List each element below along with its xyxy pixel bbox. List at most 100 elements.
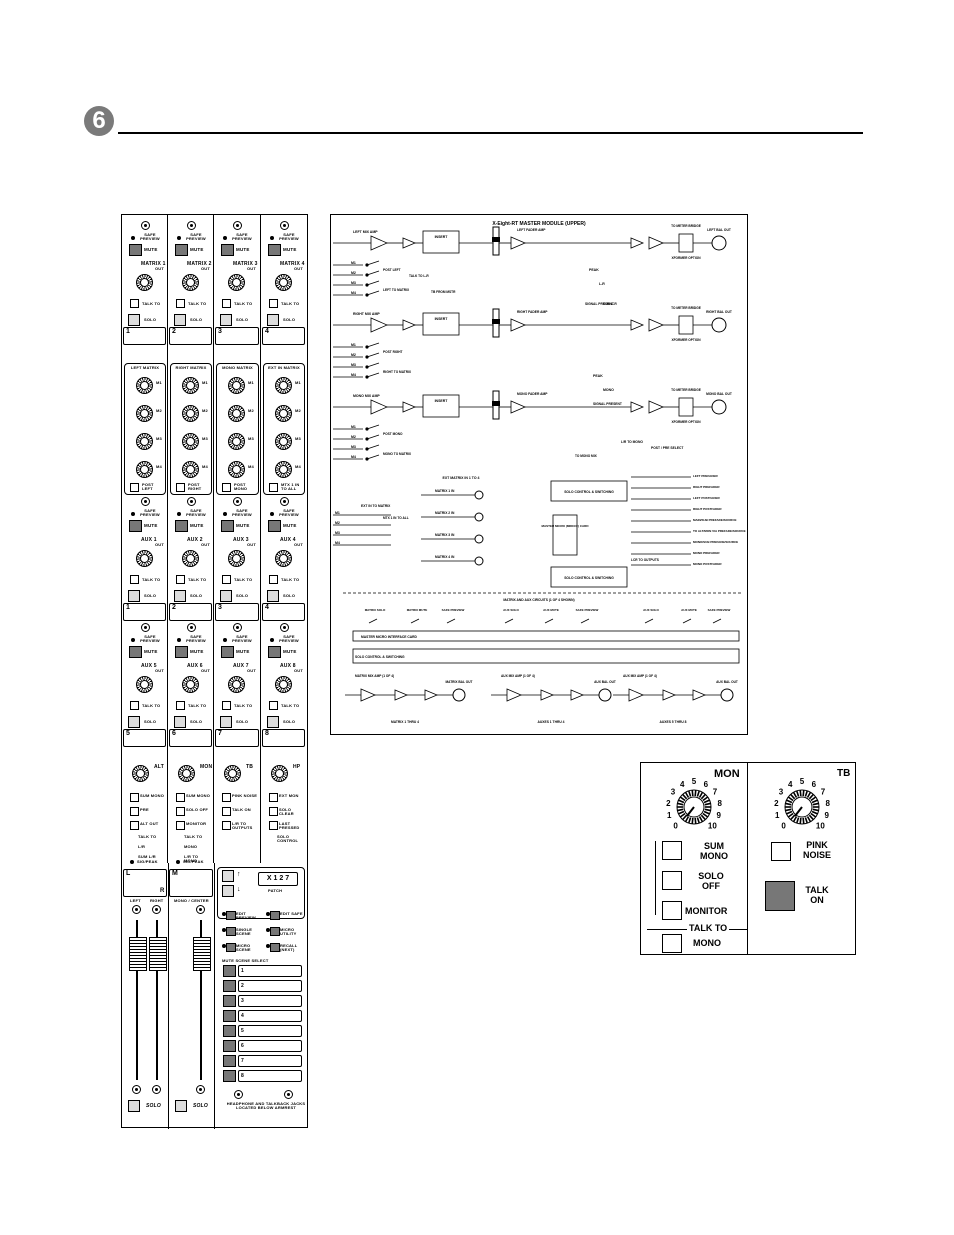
monitor-button[interactable] <box>130 807 139 816</box>
solo-button[interactable] <box>128 314 140 326</box>
mono-solo-button[interactable] <box>175 1100 187 1112</box>
scene-function-button[interactable] <box>270 911 280 920</box>
scene-number[interactable]: 3 <box>238 995 302 1007</box>
talk-to-button[interactable] <box>222 299 231 308</box>
post-button[interactable] <box>176 483 185 492</box>
talk-on-button[interactable] <box>765 881 795 911</box>
scene-button[interactable] <box>223 1070 236 1082</box>
mute-button[interactable] <box>221 520 234 532</box>
matrix-send-knob[interactable] <box>136 377 153 394</box>
matrix-send-knob[interactable] <box>136 461 153 478</box>
mute-button[interactable] <box>129 244 142 256</box>
output-level-knob[interactable] <box>228 676 245 693</box>
talk-to-button[interactable] <box>176 701 185 710</box>
post-button[interactable] <box>269 483 278 492</box>
mute-button[interactable] <box>268 646 281 658</box>
output-level-knob[interactable] <box>275 550 292 567</box>
output-level-knob[interactable] <box>182 676 199 693</box>
matrix-send-knob[interactable] <box>228 461 245 478</box>
mute-button[interactable] <box>175 520 188 532</box>
talk-to-button[interactable] <box>176 575 185 584</box>
patch-up-button[interactable] <box>222 870 234 882</box>
post-button[interactable] <box>222 483 231 492</box>
monitor-button[interactable] <box>662 901 682 920</box>
mute-button[interactable] <box>175 646 188 658</box>
solo-button[interactable] <box>174 590 186 602</box>
monitor-button[interactable] <box>176 793 185 802</box>
solo-button[interactable] <box>267 716 279 728</box>
monitor-button[interactable] <box>222 793 231 802</box>
scene-number[interactable]: 2 <box>238 980 302 992</box>
scene-button[interactable] <box>223 1010 236 1022</box>
output-level-knob[interactable] <box>136 676 153 693</box>
scene-function-button[interactable] <box>226 927 236 936</box>
mono-fader[interactable] <box>193 937 211 971</box>
output-level-knob[interactable] <box>182 274 199 291</box>
talk-to-button[interactable] <box>269 299 278 308</box>
output-level-knob[interactable] <box>228 550 245 567</box>
output-level-knob[interactable] <box>275 676 292 693</box>
matrix-send-knob[interactable] <box>182 377 199 394</box>
monitor-button[interactable] <box>130 793 139 802</box>
output-level-knob[interactable] <box>136 274 153 291</box>
scene-button[interactable] <box>223 1025 236 1037</box>
matrix-send-knob[interactable] <box>182 461 199 478</box>
matrix-send-knob[interactable] <box>182 433 199 450</box>
output-level-knob[interactable] <box>136 550 153 567</box>
sum-mono-button[interactable] <box>662 841 682 860</box>
talk-to-button[interactable] <box>269 575 278 584</box>
solo-button[interactable] <box>267 314 279 326</box>
scene-number[interactable]: 6 <box>238 1040 302 1052</box>
scene-button[interactable] <box>223 980 236 992</box>
matrix-send-knob[interactable] <box>275 433 292 450</box>
pink-noise-button[interactable] <box>771 842 791 861</box>
scene-button[interactable] <box>223 995 236 1007</box>
scene-number[interactable]: 8 <box>238 1070 302 1082</box>
matrix-send-knob[interactable] <box>136 405 153 422</box>
mute-button[interactable] <box>221 646 234 658</box>
scene-function-button[interactable] <box>270 927 280 936</box>
solo-button[interactable] <box>174 314 186 326</box>
talk-to-button[interactable] <box>269 701 278 710</box>
monitor-knob[interactable] <box>271 765 288 782</box>
scene-button[interactable] <box>223 1040 236 1052</box>
scene-function-button[interactable] <box>226 943 236 952</box>
monitor-button[interactable] <box>269 821 278 830</box>
scene-number[interactable]: 4 <box>238 1010 302 1022</box>
matrix-send-knob[interactable] <box>228 377 245 394</box>
monitor-button[interactable] <box>222 807 231 816</box>
matrix-send-knob[interactable] <box>275 461 292 478</box>
solo-button[interactable] <box>267 590 279 602</box>
patch-down-button[interactable] <box>222 885 234 897</box>
scene-button[interactable] <box>223 965 236 977</box>
left-fader[interactable] <box>129 937 147 971</box>
talk-to-button[interactable] <box>222 701 231 710</box>
monitor-button[interactable] <box>269 807 278 816</box>
matrix-send-knob[interactable] <box>275 377 292 394</box>
monitor-button[interactable] <box>222 821 231 830</box>
talk-to-button[interactable] <box>176 299 185 308</box>
talk-to-button[interactable] <box>130 701 139 710</box>
scene-function-button[interactable] <box>226 911 236 920</box>
monitor-knob[interactable] <box>132 765 149 782</box>
mute-button[interactable] <box>175 244 188 256</box>
talk-to-button[interactable] <box>130 299 139 308</box>
solo-button[interactable] <box>220 590 232 602</box>
output-level-knob[interactable] <box>182 550 199 567</box>
matrix-send-knob[interactable] <box>228 405 245 422</box>
mute-button[interactable] <box>129 646 142 658</box>
master-solo-button[interactable] <box>128 1100 140 1112</box>
mute-button[interactable] <box>268 244 281 256</box>
monitor-button[interactable] <box>176 821 185 830</box>
monitor-button[interactable] <box>130 821 139 830</box>
mute-button[interactable] <box>221 244 234 256</box>
solo-button[interactable] <box>128 716 140 728</box>
scene-button[interactable] <box>223 1055 236 1067</box>
monitor-knob[interactable] <box>178 765 195 782</box>
scene-number[interactable]: 1 <box>238 965 302 977</box>
scene-number[interactable]: 7 <box>238 1055 302 1067</box>
solo-button[interactable] <box>220 716 232 728</box>
matrix-send-knob[interactable] <box>228 433 245 450</box>
